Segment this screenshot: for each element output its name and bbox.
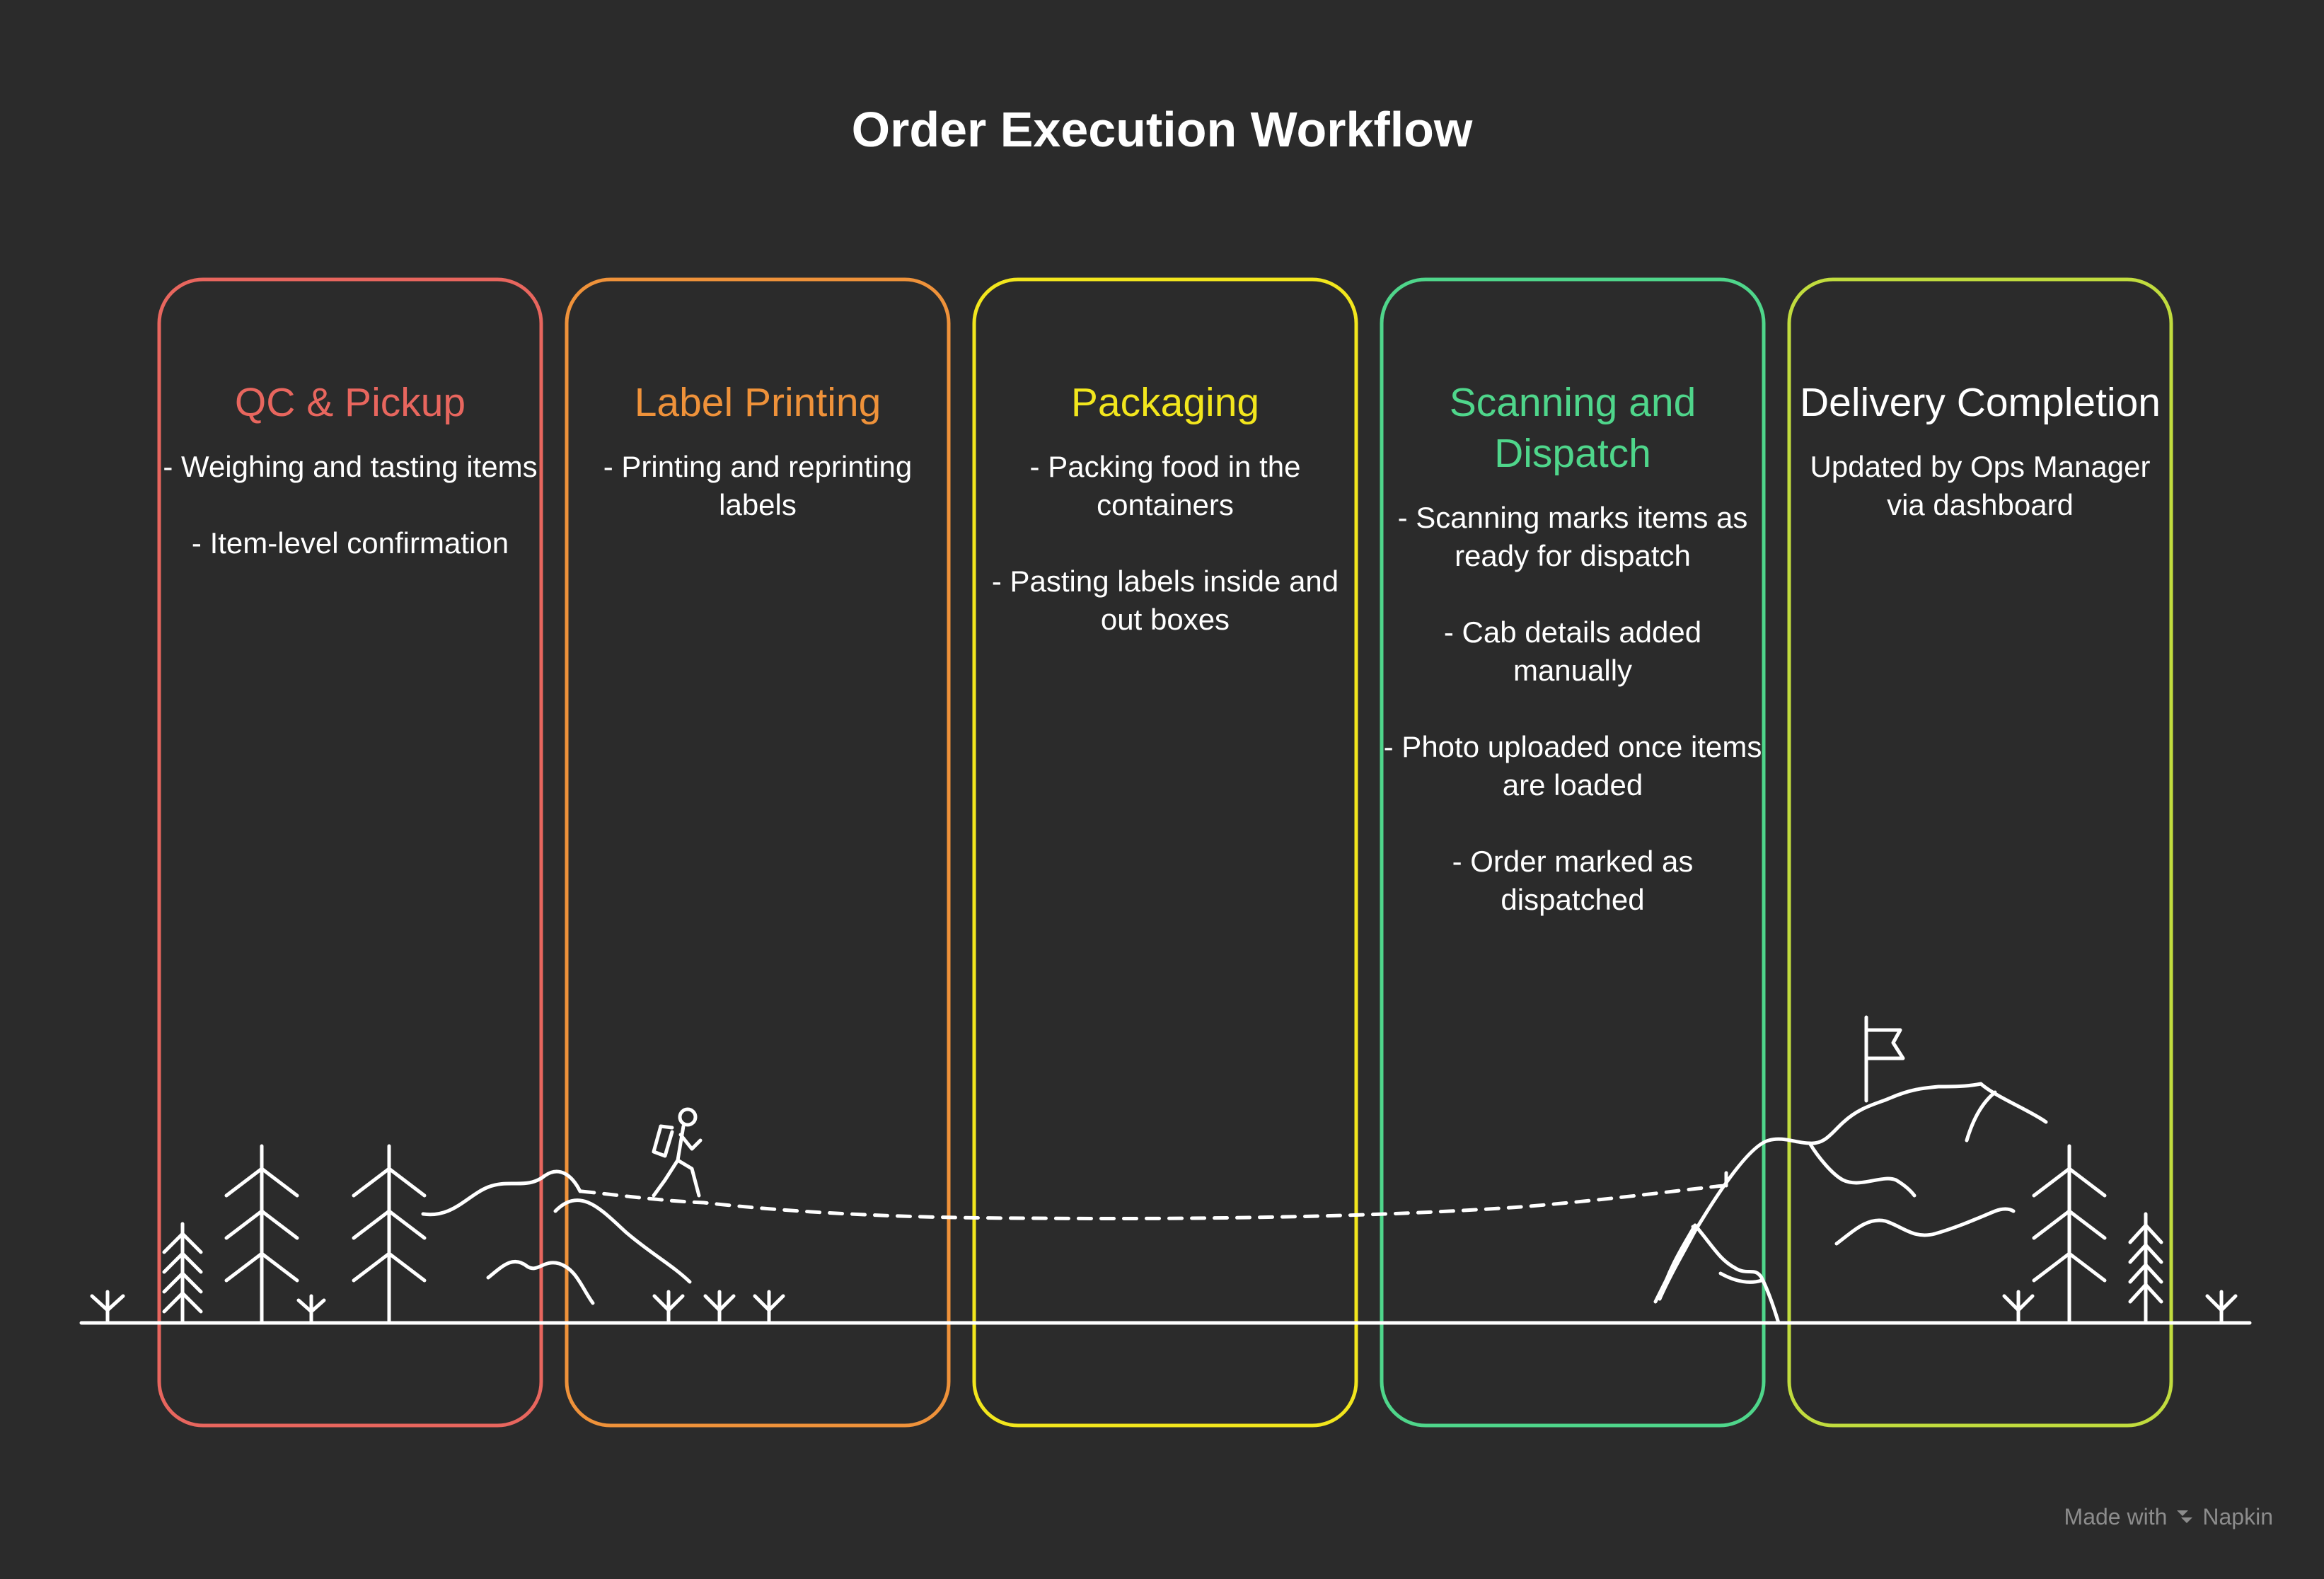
napkin-logo-icon (2177, 1510, 2193, 1523)
tree-icon (224, 1144, 299, 1325)
tree-icon (162, 1222, 203, 1325)
stage-text-column: Packaging - Packing food in the container… (974, 377, 1356, 677)
mountain-icon (1653, 1082, 2048, 1325)
stage-item: Updated by Ops Manager via dashboard (1810, 450, 2151, 521)
stage-title: Delivery Completion (1799, 380, 2161, 425)
stage-item: - Pasting labels inside and out boxes (991, 565, 1339, 636)
stage-item: - Weighing and tasting items (163, 450, 538, 483)
stage-title: QC & Pickup (234, 380, 466, 425)
stage-item: - Photo uploaded once items are loaded (1383, 730, 1762, 802)
stage-title: Scanning and Dispatch (1449, 380, 1696, 476)
page-title: Order Execution Workflow (851, 102, 1473, 157)
mountain-icon (421, 1169, 692, 1305)
tree-icon (2128, 1212, 2163, 1325)
brand-label: Napkin (2202, 1504, 2273, 1529)
stage-item: - Item-level confirmation (191, 526, 509, 560)
stage-box-packaging (972, 277, 1358, 1428)
stage-title: Packaging (1070, 380, 1260, 425)
stage-box-qc-pickup (157, 277, 543, 1428)
stage-item: - Printing and reprinting labels (603, 450, 913, 521)
grass-icon (90, 1290, 785, 1325)
stage-item: - Scanning marks items as ready for disp… (1397, 501, 1748, 572)
stage-text-column: QC & Pickup - Weighing and tasting items -… (159, 377, 541, 601)
tree-icon (2032, 1144, 2107, 1325)
flag-icon (1864, 1015, 1905, 1103)
stage-text-column: Scanning and Dispatch - Scanning marks it… (1382, 377, 1764, 957)
hiker-icon (652, 1107, 703, 1198)
stage-item: - Cab details added manually (1443, 615, 1702, 687)
stage-item: - Packing food in the containers (1029, 450, 1301, 521)
grass-icon (2002, 1290, 2238, 1325)
stage-box-delivery-completion (1787, 277, 2173, 1428)
trail-path (579, 1184, 1728, 1220)
watermark: Made with Napkin (2064, 1505, 2273, 1528)
stage-item: - Order marked as dispatched (1452, 845, 1694, 916)
stage-box-scanning-dispatch (1380, 277, 1766, 1428)
stage-title: Label Printing (634, 380, 881, 425)
tree-icon (352, 1144, 427, 1325)
stage-text-column: Label Printing - Printing and reprinting … (567, 377, 949, 562)
made-with-label: Made with (2064, 1504, 2168, 1529)
stage-box-label-printing (565, 277, 951, 1428)
